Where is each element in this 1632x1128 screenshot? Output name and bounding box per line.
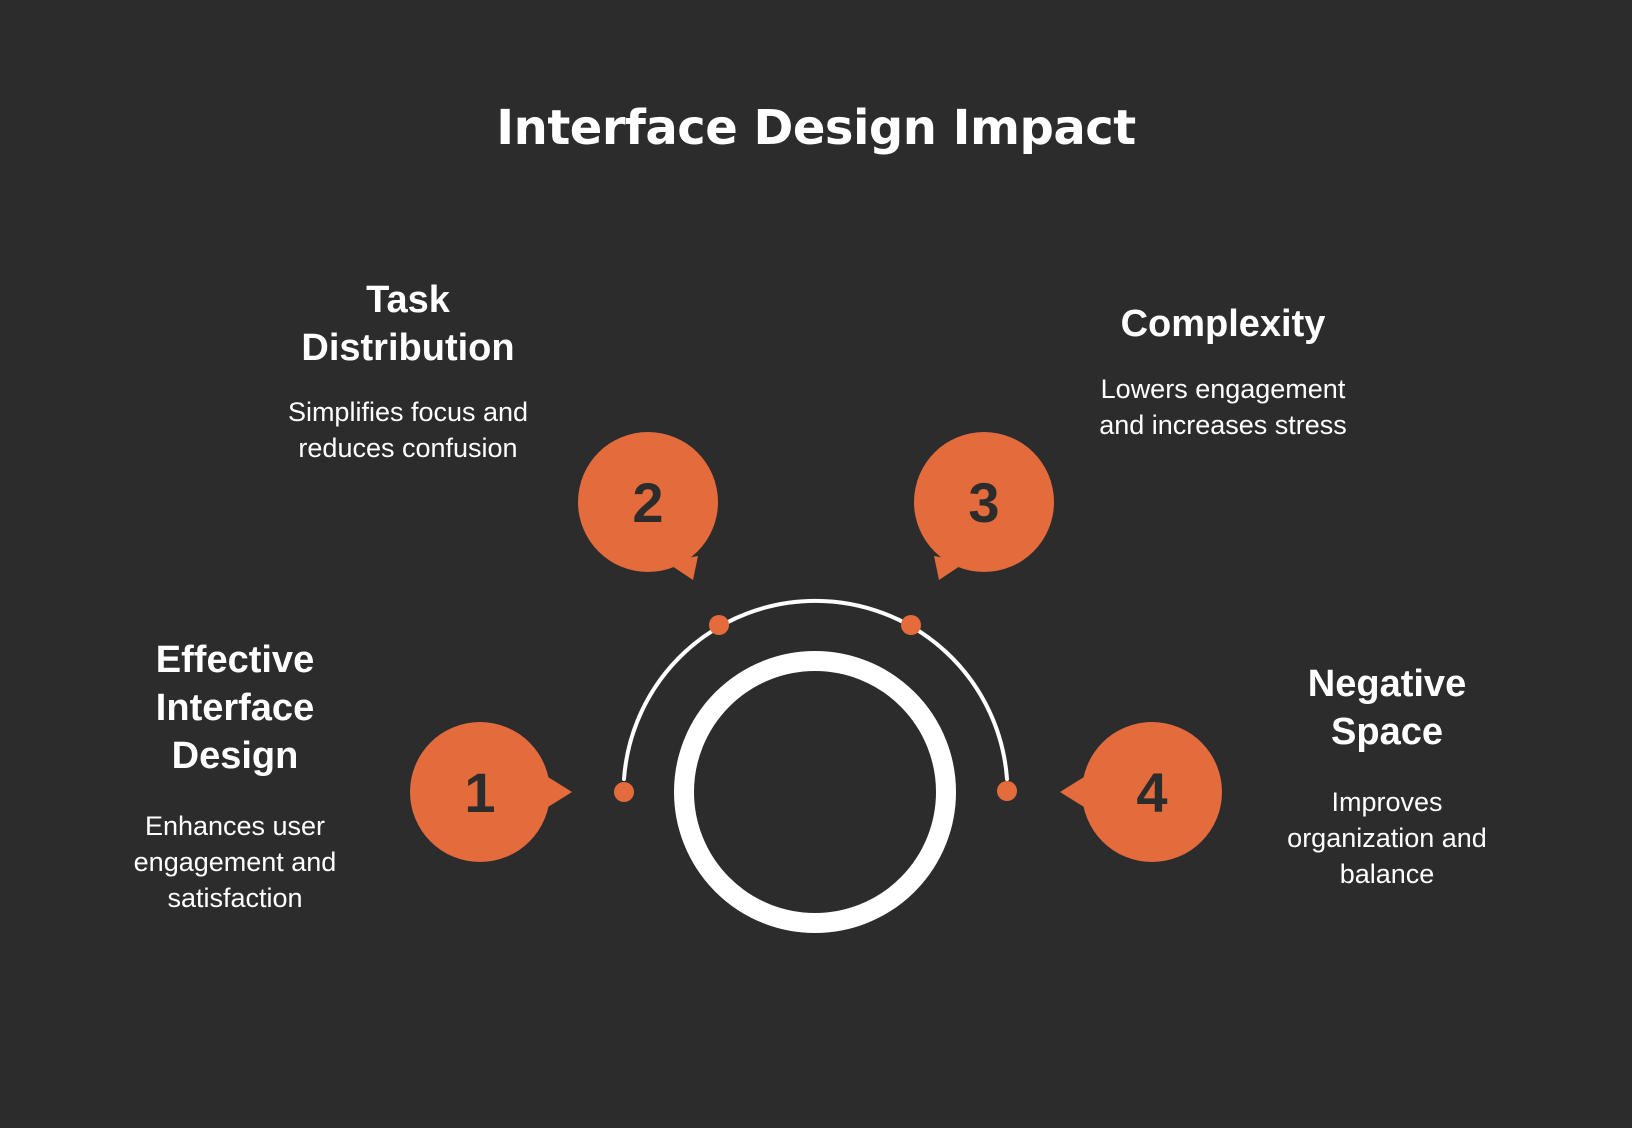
- arc-dot-1: [614, 782, 634, 802]
- badge-4-number: 4: [1136, 761, 1167, 824]
- center-ring: [674, 651, 956, 933]
- badge-1-circle: [410, 722, 550, 862]
- badge-3-circle: [914, 432, 1054, 572]
- badge-4-pointer: [1060, 772, 1092, 812]
- arc-dot-4: [997, 781, 1017, 801]
- badge-1: 1: [410, 722, 572, 862]
- badge-2-pointer: [666, 556, 698, 580]
- item-4-heading: Negative Space: [1307, 663, 1467, 753]
- badge-3-pointer: [934, 556, 966, 580]
- connector-arc: [622, 598, 1009, 781]
- arc-dot-3: [901, 615, 921, 635]
- badge-3-number: 3: [968, 471, 999, 534]
- item-1-description: Enhances user engagement and satisfactio…: [133, 811, 337, 913]
- item-1-heading: Effective Interface Design: [155, 639, 315, 777]
- item-2-description: Simplifies focus and reduces confusion: [287, 397, 529, 463]
- badge-4-circle: [1082, 722, 1222, 862]
- item-4-description: Improves organization and balance: [1287, 787, 1487, 889]
- arc-dot-2: [709, 615, 729, 635]
- badge-4: 4: [1060, 722, 1222, 862]
- item-3-description: Lowers engagement and increases stress: [1099, 374, 1347, 440]
- badge-3: 3: [914, 432, 1054, 580]
- page-title: Interface Design Impact: [496, 100, 1136, 156]
- item-3-heading: Complexity: [1120, 303, 1326, 345]
- badge-1-number: 1: [464, 761, 495, 824]
- badge-2-number: 2: [632, 471, 663, 534]
- badge-2-circle: [578, 432, 718, 572]
- item-2-heading: Task Distribution: [301, 279, 515, 369]
- badge-2: 2: [578, 432, 718, 580]
- badge-1-pointer: [540, 772, 572, 812]
